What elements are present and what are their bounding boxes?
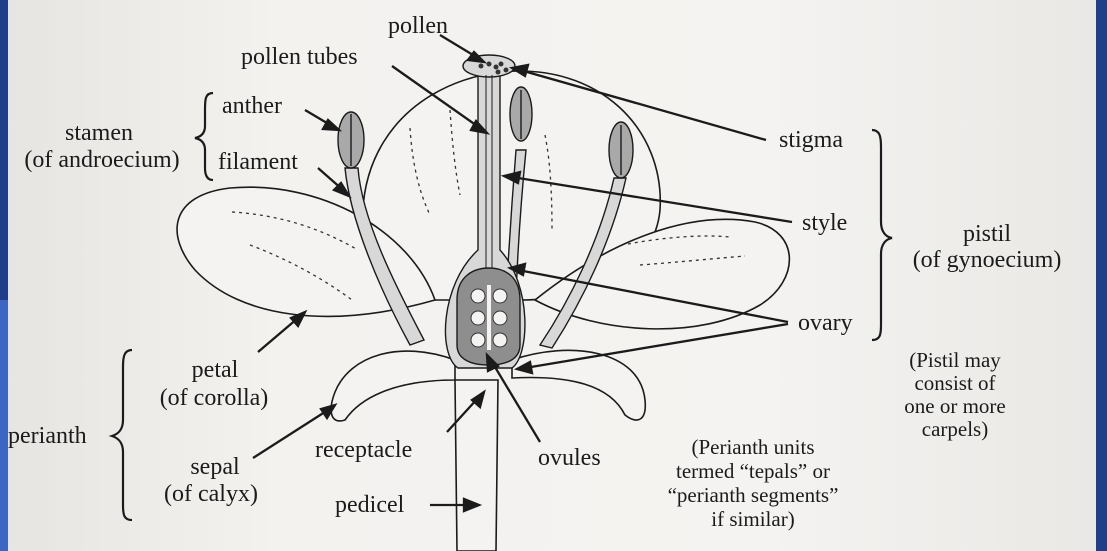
- pistil-bracket: [872, 130, 892, 340]
- label-of-gynoecium: (of gynoecium): [893, 248, 1081, 272]
- ovule: [493, 333, 507, 347]
- ovule: [471, 311, 485, 325]
- ovule: [471, 289, 485, 303]
- perianth-bracket: [112, 350, 132, 520]
- label-ovary: ovary: [798, 311, 853, 335]
- label-stigma: stigma: [779, 128, 843, 152]
- pollen-grain: [494, 65, 499, 70]
- label-pollen-tubes: pollen tubes: [241, 45, 358, 69]
- label-of-calyx: (of calyx): [135, 482, 287, 506]
- ovule: [493, 311, 507, 325]
- pollen-grain: [479, 64, 484, 69]
- pollen-grain: [496, 70, 501, 75]
- label-sepal: sepal: [160, 455, 270, 479]
- pollen-grain: [487, 62, 492, 67]
- label-of-corolla: (of corolla): [138, 386, 290, 410]
- ovary-leader-lower: [525, 324, 788, 368]
- left-sepal: [331, 351, 455, 421]
- pistil-note-line: consist of: [880, 373, 1030, 394]
- label-perianth: perianth: [8, 424, 87, 448]
- perianth-note-line: “perianth segments”: [628, 485, 878, 506]
- label-petal: petal: [160, 358, 270, 382]
- stamen-bracket: [195, 93, 213, 180]
- pollen-grain: [504, 68, 509, 73]
- petal-leader: [258, 318, 298, 352]
- perianth-note-line: (Perianth units: [628, 437, 878, 458]
- ovule: [493, 289, 507, 303]
- label-anther: anther: [222, 94, 282, 118]
- right-sepal: [512, 350, 645, 420]
- pistil-note-line: (Pistil may: [880, 350, 1030, 371]
- label-stamen: stamen: [10, 121, 188, 145]
- label-pistil: pistil: [897, 222, 1077, 246]
- pistil-note-line: one or more: [880, 396, 1030, 417]
- pistil-note-line: carpels): [880, 419, 1030, 440]
- pedicel-stalk: [455, 380, 498, 551]
- perianth-note-line: termed “tepals” or: [628, 461, 878, 482]
- ovule: [471, 333, 485, 347]
- label-pollen: pollen: [388, 14, 448, 38]
- label-of-androecium: (of androecium): [10, 148, 194, 172]
- perianth-note-line: if similar): [628, 509, 878, 530]
- pollen-grain: [499, 62, 504, 67]
- label-ovules: ovules: [538, 446, 601, 470]
- label-style: style: [802, 211, 847, 235]
- label-pedicel: pedicel: [335, 493, 404, 517]
- label-filament: filament: [218, 150, 298, 174]
- label-receptacle: receptacle: [315, 438, 412, 462]
